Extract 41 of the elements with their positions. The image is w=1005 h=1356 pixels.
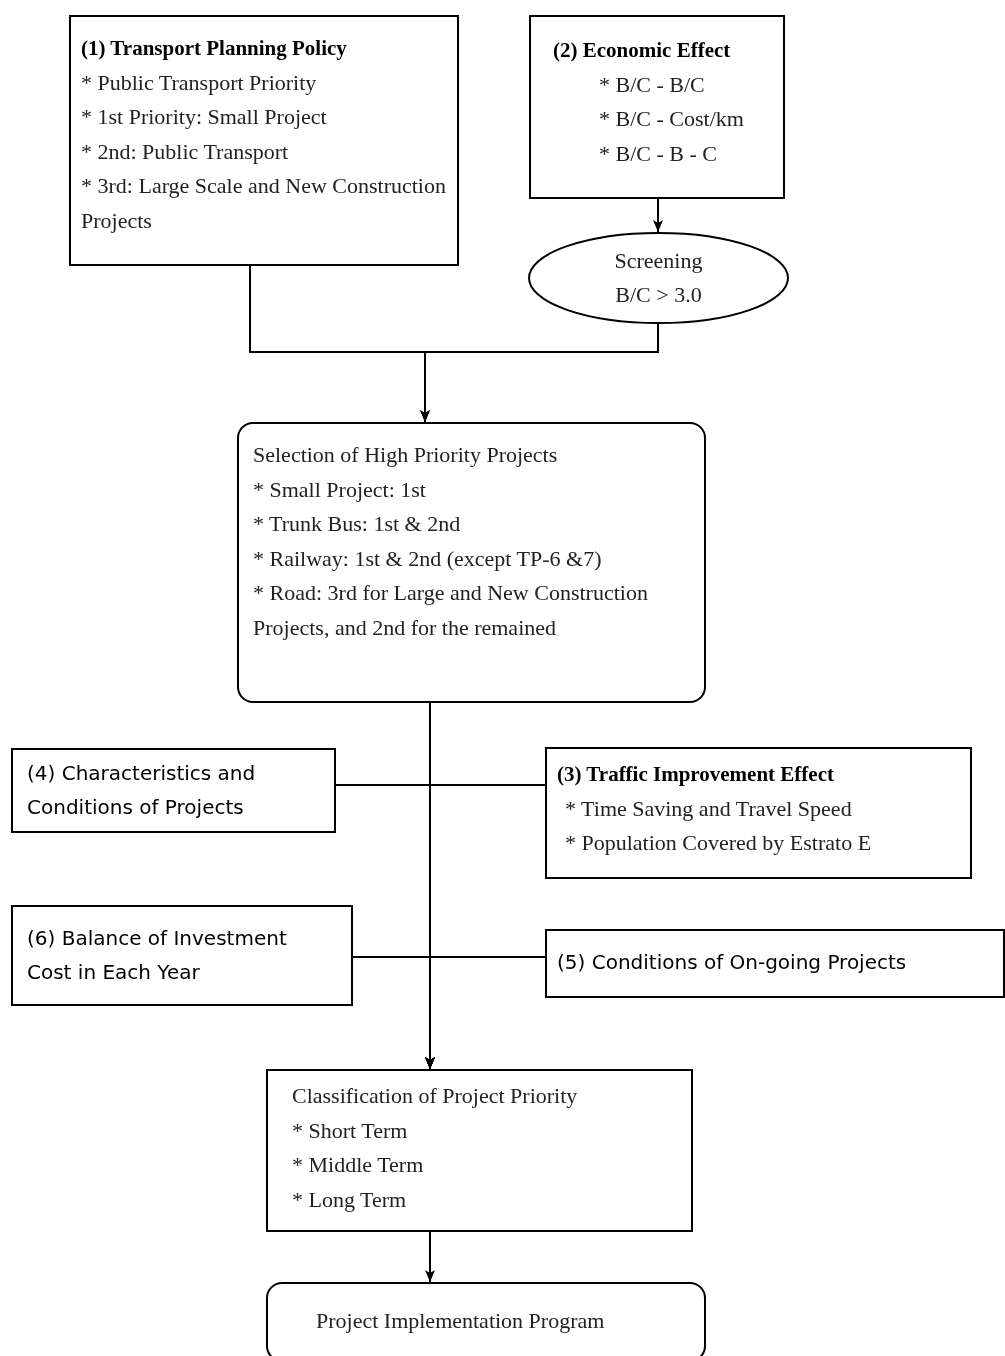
criterion-text: B/C > 3.0 bbox=[615, 281, 702, 309]
bullet-item: * Short Term bbox=[292, 1116, 408, 1145]
label-text: (6) Balance of Investment Cost in Each Year bbox=[27, 925, 288, 986]
bullet-item: * Railway: 1st & 2nd (except TP-6 &7) bbox=[253, 544, 602, 573]
bullet-item: * 2nd: Public Transport bbox=[81, 137, 289, 166]
arrow bbox=[425, 1231, 435, 1283]
label-text: (5) Conditions of On-going Projects bbox=[557, 949, 907, 976]
bullet-item: * Public Transport Priority bbox=[81, 68, 317, 97]
process-box bbox=[237, 422, 706, 703]
bullet-item: * Small Project: 1st bbox=[253, 475, 426, 504]
bullet-item: * 1st Priority: Small Project bbox=[81, 103, 327, 131]
label-text: Screening bbox=[614, 247, 703, 275]
screening-ellipse bbox=[528, 232, 789, 324]
bullet-item: * Population Covered by Estrato E bbox=[564, 829, 872, 857]
terminal-box bbox=[266, 1282, 706, 1356]
factor-box bbox=[11, 905, 353, 1006]
heading-text: (1) Transport Planning Policy bbox=[81, 35, 347, 62]
factor-box bbox=[11, 748, 336, 833]
heading-text: (3) Traffic Improvement Effect bbox=[557, 761, 834, 788]
arrow bbox=[653, 198, 663, 233]
policy-box bbox=[69, 15, 459, 266]
heading-text: Classification of Project Priority bbox=[292, 1082, 578, 1110]
label-text: (4) Characteristics and Conditions of Projects bbox=[27, 760, 257, 821]
arrow bbox=[425, 956, 546, 1070]
heading-text: Selection of High Priority Projects bbox=[253, 441, 558, 469]
bullet-item: * 3rd: Large Scale and New Construction Projects bbox=[81, 172, 447, 235]
bullet-item: * Road: 3rd for Large and New Construction Projects, and 2nd for the remained bbox=[253, 579, 649, 642]
bullet-item: * Time Saving and Travel Speed bbox=[564, 794, 852, 823]
heading-text: (2) Economic Effect bbox=[553, 37, 731, 64]
label-text: Project Implementation Program bbox=[316, 1307, 605, 1335]
factor-box bbox=[545, 747, 972, 879]
bullet-item: * Middle Term bbox=[292, 1151, 424, 1179]
effect-box bbox=[529, 15, 785, 199]
process-box bbox=[266, 1069, 693, 1232]
bullet-item: * Trunk Bus: 1st & 2nd bbox=[253, 510, 461, 538]
bullet-item: * B/C - B/C bbox=[598, 70, 705, 99]
arrow bbox=[420, 323, 659, 423]
bullet-item: * B/C - B - C bbox=[598, 139, 717, 168]
bullet-item: * Long Term bbox=[292, 1185, 407, 1214]
bullet-item: * B/C - Cost/km bbox=[598, 105, 744, 133]
factor-box bbox=[545, 929, 1005, 998]
